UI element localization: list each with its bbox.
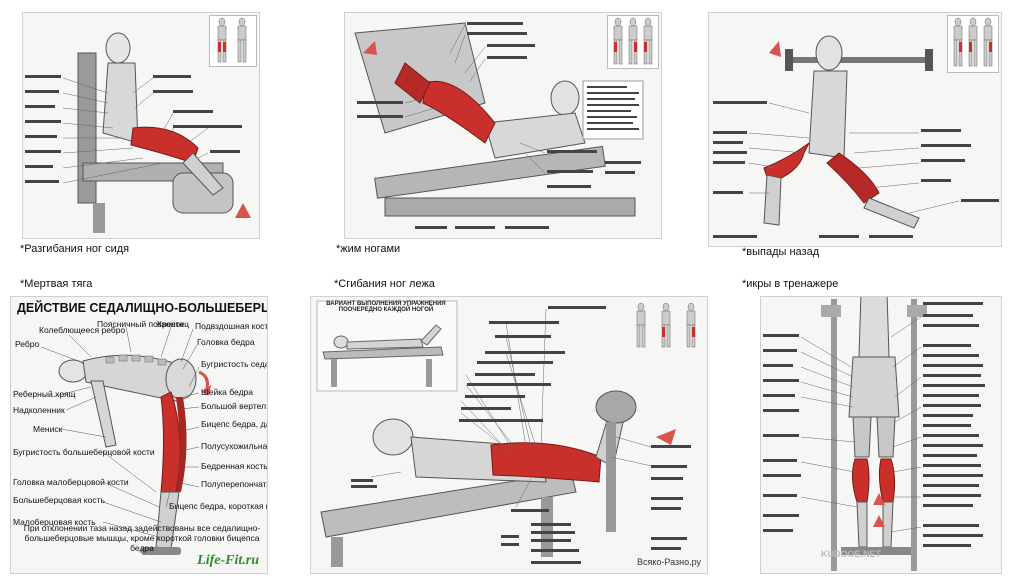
label-rib: Ребро [15, 339, 40, 349]
vsyako-razno-watermark: Всяко-Разно.ру [636, 557, 701, 567]
label-lumbar-vertebra: Поясничный позвонок [97, 319, 184, 329]
label-ischial-tuberosity: Бугристость седалищной кости [201, 359, 267, 369]
anatomy-thumbnail [209, 15, 257, 67]
label-biceps-short-head: Бицепс бедра, короткая головка [169, 501, 267, 511]
label-biceps-long-head: Бицепс бедра, длинная головка [201, 419, 267, 429]
label-greater-trochanter: Большой вертел [201, 401, 266, 411]
label-costal-cartilage: Реберный хрящ [13, 389, 76, 399]
deadlift-illustration: Колеблющееся ребро Ребро Реберный хрящ Н… [13, 319, 267, 555]
life-fit-watermark: Life-Fit.ru [197, 553, 259, 568]
calf-machine-panel: KUDOOE.NET [760, 296, 1002, 574]
leg-extension-panel [22, 12, 260, 239]
caption-calf-machine: *икры в тренажере [742, 278, 839, 290]
leg-curl-variant-title: ВАРИАНТ ВЫПОЛНЕНИЯ УПРАЖНЕНИЯ ПООЧЕРЕДНО… [326, 301, 446, 313]
label-femoral-head: Головка бедра [197, 337, 255, 347]
leg-extension-illustration [25, 32, 251, 233]
label-meniscus: Мениск [33, 424, 63, 434]
label-sacrum: Крестец [157, 319, 189, 329]
label-tibia: Большеберцовая кость [13, 495, 105, 505]
label-ilium: Подвздошная кость [195, 321, 267, 331]
lunges-panel [708, 12, 1002, 247]
deadlift-panel: ДЕЙСТВИЕ СЕДАЛИЩНО-БОЛЬШЕБЕРЦОВЫХ МЫШЦ [10, 296, 268, 574]
label-fibula: Малоберцовая кость [13, 517, 96, 527]
label-semitendinosus: Полусухожильная мышца [201, 441, 267, 451]
anatomy-thumbnail [607, 15, 659, 69]
deadlift-footnote: При отклонении таза назад задействованы … [23, 523, 261, 553]
label-femoral-neck: Шейка бедра [201, 387, 253, 397]
caption-leg-curl: *Сгибания ног лежа [334, 278, 435, 290]
label-tibial-tuberosity: Бугристость большеберцовой кости [13, 447, 155, 457]
caption-deadlift: *Мертвая тяга [20, 278, 93, 290]
calf-machine-illustration [763, 297, 985, 571]
leg-curl-illustration [316, 300, 696, 567]
caption-leg-extension: *Разгибания ног сидя [20, 243, 130, 255]
leg-press-panel [344, 12, 662, 239]
lunges-illustration [713, 35, 999, 238]
leg-press-illustration [354, 22, 644, 229]
deadlift-heading: ДЕЙСТВИЕ СЕДАЛИЩНО-БОЛЬШЕБЕРЦОВЫХ МЫШЦ [17, 301, 267, 315]
caption-leg-press: *жим ногами [336, 243, 401, 255]
label-patella: Надколенник [13, 405, 65, 415]
leg-curl-panel: ВАРИАНТ ВЫПОЛНЕНИЯ УПРАЖНЕНИЯ ПООЧЕРЕДНО… [310, 296, 708, 574]
anatomy-thumbnail [947, 15, 999, 73]
label-femur: Бедренная кость [201, 461, 267, 471]
label-fibula-head: Головка малоберцовой кости [13, 477, 129, 487]
kudooe-watermark: KUDOOE.NET [821, 549, 882, 559]
label-floating-rib: Колеблющееся ребро [39, 325, 125, 335]
label-semimembranosus: Полуперепончатая мышца [201, 479, 267, 489]
caption-lunges: *выпады назад [742, 246, 820, 258]
